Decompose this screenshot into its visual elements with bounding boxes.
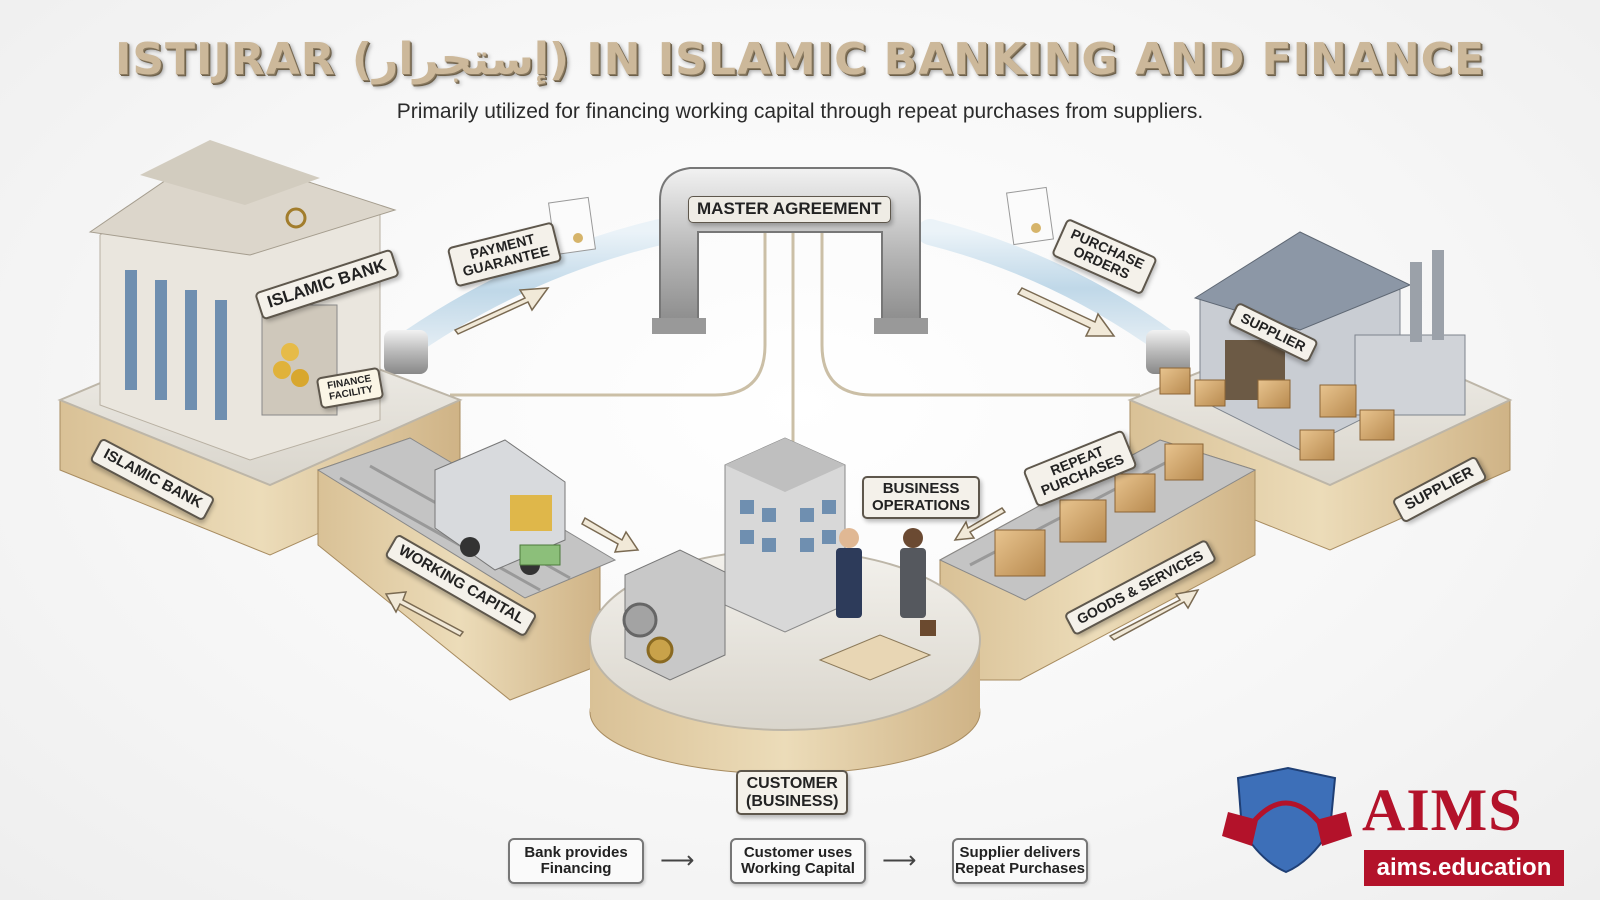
crate-icon (1159, 367, 1395, 461)
flow-step: Customer uses Working Capital (730, 838, 866, 884)
document-icon (548, 196, 596, 256)
cash-bundle-icon (519, 544, 561, 566)
aims-logo-text: AIMS (1362, 777, 1523, 843)
document-icon (1006, 186, 1054, 246)
arrow-right-icon: ⟶ (660, 847, 695, 874)
crate-icon (994, 443, 1204, 577)
machine-icon (622, 549, 726, 681)
pipe-flange-left (384, 330, 428, 374)
flow-arrow (384, 287, 1200, 641)
master-agreement-arch (652, 167, 928, 334)
page-subtitle: Primarily utilized for financing working… (396, 100, 1204, 123)
handshake-icon (818, 528, 936, 681)
payment-pipe (387, 219, 673, 363)
bank-building-icon (88, 140, 397, 461)
agreement-lines (450, 232, 1140, 470)
pipe-flange-right (1146, 330, 1190, 374)
master-agreement-label: MASTER AGREEMENT (688, 196, 891, 223)
flow-step: Supplier delivers Repeat Purchases (952, 838, 1088, 884)
page-title: ISTIJRAR (إستجرار) IN ISLAMIC BANKING AN… (114, 34, 1486, 85)
office-building-icon (724, 437, 846, 633)
arrow-right-icon: ⟶ (882, 847, 917, 874)
business-operations-label: BUSINESS OPERATIONS (862, 476, 981, 519)
purchase-pipe (917, 219, 1183, 358)
flow-step: Bank provides Financing (508, 838, 644, 884)
aims-shield-icon (1222, 766, 1352, 874)
armored-van-icon (434, 439, 566, 575)
aims-website[interactable]: aims.education (1364, 850, 1564, 886)
customer-label: CUSTOMER (BUSINESS) (736, 770, 849, 816)
